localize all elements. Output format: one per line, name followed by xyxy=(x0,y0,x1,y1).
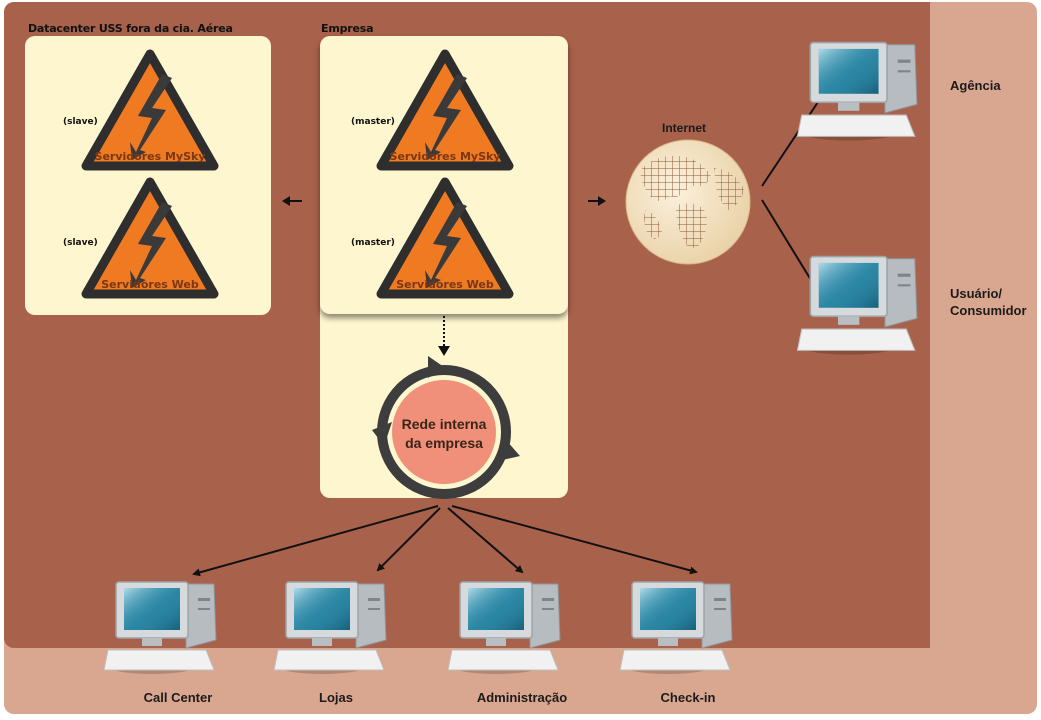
server-role-label: (slave) xyxy=(63,117,98,127)
server-name-label: Servidores Web xyxy=(396,278,494,291)
server-role-label: (master) xyxy=(351,117,395,127)
datacenter-panel xyxy=(25,36,271,315)
rede-interna-line1: Rede interna xyxy=(401,416,487,432)
rede-interna-label: Rede interna da empresa xyxy=(389,415,499,453)
server-name-label: Servidores MySky xyxy=(94,150,206,163)
rede-interna-line2: da empresa xyxy=(405,435,483,451)
empresa-panel xyxy=(320,36,568,314)
client-label-check-in: Check-in xyxy=(660,690,716,705)
client-label-usuario: Usuário/ Consumidor xyxy=(950,285,1027,319)
client-label-agencia: Agência xyxy=(950,78,1001,93)
datacenter-title: Datacenter USS fora da cia. Aérea xyxy=(28,22,233,35)
client-label-administracao: Administração xyxy=(476,690,568,705)
server-name-label: Servidores Web xyxy=(101,278,199,291)
client-label-lojas: Lojas xyxy=(319,690,353,705)
empresa-network-panel xyxy=(320,290,568,498)
client-label-line1: Usuário/ xyxy=(950,286,1003,301)
server-role-label: (master) xyxy=(351,238,395,248)
server-role-label: (slave) xyxy=(63,238,98,248)
client-label-line2: Consumidor xyxy=(950,303,1027,318)
client-label-call-center: Call Center xyxy=(143,690,213,705)
server-name-label: Servidores MySky xyxy=(389,150,501,163)
internet-label: Internet xyxy=(662,121,707,135)
empresa-title: Empresa xyxy=(321,22,374,35)
